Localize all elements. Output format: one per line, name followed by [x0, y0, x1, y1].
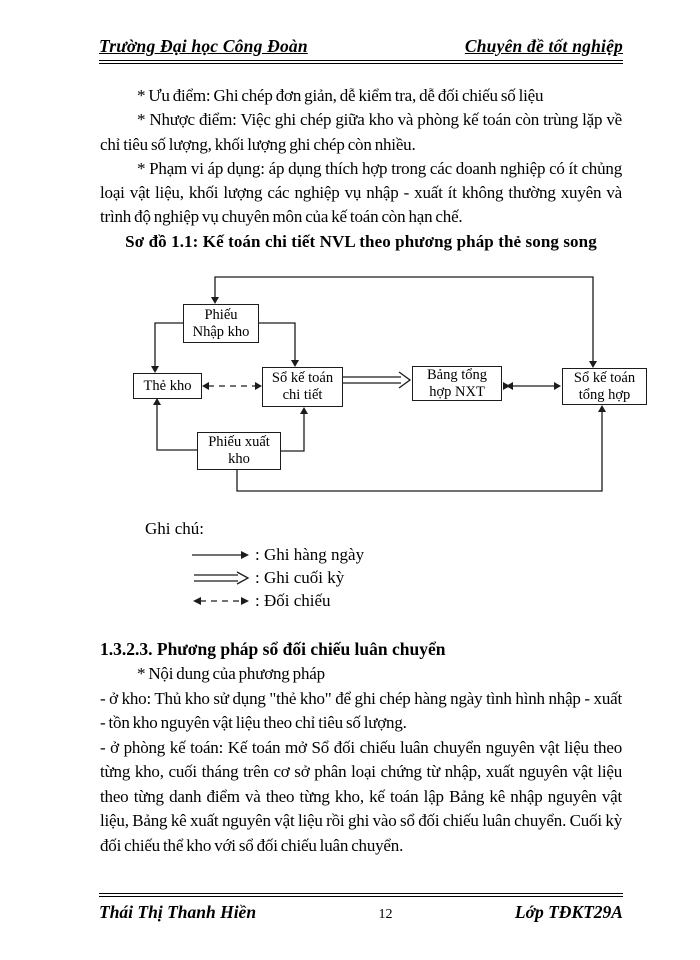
section-line: - tồn kho nguyên vật liệu theo chỉ tiêu …	[100, 713, 407, 732]
page-number: 12	[378, 907, 393, 922]
body-line: loại vật liệu, khối lượng các nghiệp vụ …	[100, 183, 622, 203]
diagram-connectors	[151, 276, 606, 492]
node-so-ke-toan-chi-tiet: Sổ kế toán chi tiết	[262, 367, 343, 407]
node-so-ke-toan-tong-hop: Sổ kế toán tổng hợp	[562, 368, 647, 405]
diagram-caption: Sơ đồ 1.1: Kế toán chi tiết NVL theo phư…	[125, 232, 597, 251]
section-line: * Nội dung của phương pháp	[137, 664, 325, 683]
body-line: * Phạm vi áp dụng: áp dụng thích hợp tro…	[137, 158, 622, 178]
double-line-arrow-icon	[194, 570, 250, 585]
node-label: kho	[228, 451, 250, 467]
footer-author: Thái Thị Thanh Hiền	[99, 902, 257, 922]
node-label: Nhập kho	[192, 323, 250, 340]
node-label: hợp NXT	[429, 383, 485, 400]
section-paragraphs: * Nội dung của phương pháp - ở kho: Thủ …	[100, 664, 622, 860]
node-label: Sổ kế toán	[573, 369, 636, 386]
node-phieu-xuat-kho: Phiếu xuất kho	[197, 432, 281, 470]
legend-row-reconcile: : Đối chiếu	[145, 589, 445, 612]
node-the-kho: Thẻ kho	[133, 373, 202, 399]
dashed-double-arrow-icon	[193, 596, 249, 605]
section-line: theo từng danh điểm và theo từng kho, kế…	[100, 786, 622, 806]
node-label: tổng hợp	[578, 386, 631, 403]
body-line: chỉ tiêu số lượng, khối lượng ghi chép c…	[100, 134, 416, 154]
node-label: Bảng tổng	[426, 366, 487, 383]
body-line: * Nhược điểm: Việc ghi chép giữa kho và …	[137, 110, 622, 130]
body-line: * Ưu điểm: Ghi chép đơn giản, dễ kiểm tr…	[137, 86, 544, 105]
footer-class: Lớp TĐKT29A	[514, 902, 623, 922]
node-label: chi tiết	[282, 387, 323, 403]
legend-row-daily: : Ghi hàng ngày	[145, 543, 445, 566]
page-footer: Thái Thị Thanh Hiền 12 Lớp TĐKT29A	[99, 893, 623, 923]
page-header: Trường Đại học Công Đoàn Chuyên đề tốt n…	[99, 36, 623, 64]
node-label: Sổ kế toán	[271, 370, 334, 386]
diagram-legend: Ghi chú: : Ghi hàng ngày : Ghi cuối kỳ :…	[145, 519, 445, 612]
section-line: - ở kho: Thủ kho sử dụng "thẻ kho" để gh…	[100, 688, 622, 708]
node-bang-tong-hop-nxt: Bảng tổng hợp NXT	[412, 366, 502, 401]
section-line: liệu, Bảng kê xuất nguyên vật liệu rồi g…	[100, 811, 622, 830]
legend-label: : Ghi hàng ngày	[255, 544, 365, 564]
legend-label: : Ghi cuối kỳ	[255, 567, 345, 587]
legend-title: Ghi chú:	[145, 519, 205, 538]
legend-row-period-end: : Ghi cuối kỳ	[145, 566, 445, 589]
section-line: - ở phòng kế toán: Kế toán mở Sổ đối chi…	[100, 737, 622, 757]
legend-label: : Đối chiếu	[255, 590, 331, 610]
node-label: Phiếu	[204, 306, 238, 323]
section-heading: 1.3.2.3. Phương pháp sổ đối chiếu luân c…	[100, 639, 446, 659]
node-phieu-nhap-kho: Phiếu Nhập kho	[183, 304, 259, 343]
section-line: từng kho, cuối tháng trên cơ sở phân loạ…	[100, 762, 622, 781]
header-school-name: Trường Đại học Công Đoàn	[99, 36, 308, 56]
node-label: Phiếu xuất	[208, 434, 270, 450]
body-line: trình độ nghiệp vụ chuyên môn của kế toá…	[100, 207, 463, 227]
section-line: đối chiếu thể kho với sổ đối chiếu luân …	[100, 835, 404, 855]
solid-arrow-icon	[192, 550, 249, 559]
header-report-type: Chuyên đề tốt nghiệp	[464, 36, 623, 56]
flow-diagram: Phiếu Nhập kho Thẻ kho Sổ kế toán chi ti…	[0, 270, 700, 505]
node-label: Thẻ kho	[143, 377, 192, 394]
body-paragraphs: * Ưu điểm: Ghi chép đơn giản, dễ kiểm tr…	[100, 86, 622, 232]
